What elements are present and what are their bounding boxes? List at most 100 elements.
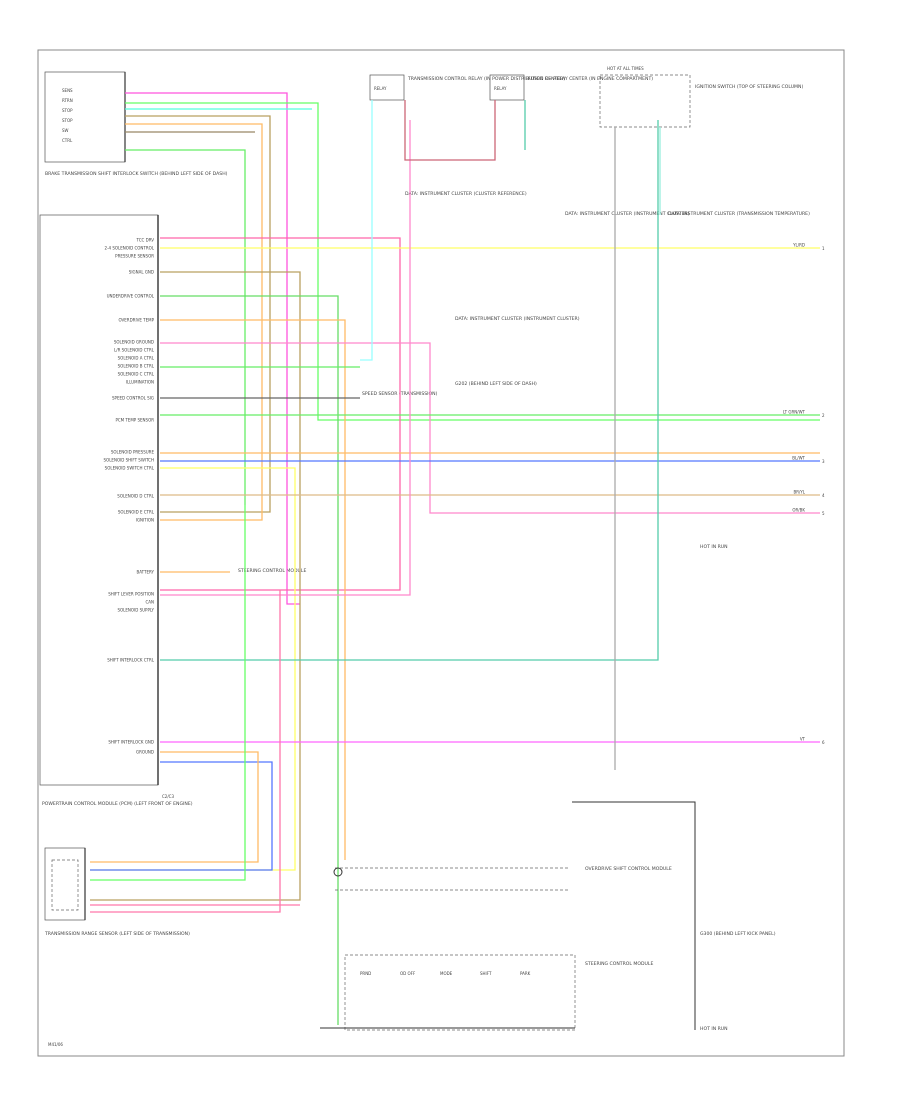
svg-text:SW: SW: [62, 128, 69, 133]
steering-ctrl-label: STEERING CONTROL MODULE: [585, 961, 653, 967]
shifter-labels: PRND OD OFF MODE SHIFT PARK: [360, 971, 531, 976]
hot-label: HOT AT ALL TIMES: [607, 66, 644, 71]
wire-29: [90, 590, 281, 913]
wire-4: [125, 115, 271, 513]
pcm-pin-label: SOLENOID C CTRL: [118, 372, 155, 377]
pcm-pin-label: 2-4 SOLENOID CONTROL: [105, 246, 155, 251]
pcm-pin-label: SOLENOID SUPPLY: [117, 608, 154, 613]
shifter-module-label: OVERDRIVE SHIFT CONTROL MODULE: [585, 866, 672, 872]
pcm-pin-label: SHIFT INTERLOCK CTRL: [107, 658, 155, 663]
pcm-pin-label: SOLENOID SHIFT SWITCH: [104, 458, 154, 463]
splice-node: [333, 867, 343, 877]
wire-26: [90, 751, 259, 863]
wire-30: [360, 100, 373, 361]
brake-switch-label: BRAKE TRANSMISSION SHIFT INTERLOCK SWITC…: [45, 171, 228, 177]
pcm-pin-label: SIGNAL GND: [129, 270, 154, 275]
right-wire-number: 4: [822, 493, 825, 498]
wire-11: [160, 295, 339, 1025]
relay-components: RELAY TRANSMISSION CONTROL RELAY (IN POW…: [369, 66, 803, 128]
wire-27: [90, 505, 246, 881]
wire-31: [404, 100, 496, 161]
wire-2: [125, 102, 820, 421]
wire-7: [125, 149, 246, 505]
ground-2-label: G300 (BEHIND LEFT KICK PANEL): [700, 931, 776, 937]
pcm-pin-label: SOLENOID A CTRL: [118, 356, 155, 361]
trans-relay-label: TRANSMISSION CONTROL RELAY (IN POWER DIS…: [407, 76, 565, 82]
shifter-switch-label: MODE: [440, 971, 453, 976]
pcm-pin-label: L/R SOLENOID CTRL: [114, 348, 155, 353]
shifter-switch-label: OD OFF: [400, 971, 416, 976]
wire-10: [90, 271, 301, 901]
wire-12: [160, 319, 346, 860]
relay-2-box: [489, 74, 525, 101]
pcm-pin-label: SOLENOID B CTRL: [118, 364, 155, 369]
shifter-switch-label: SHIFT: [480, 971, 492, 976]
pcm-component: POWERTRAIN CONTROL MODULE (PCM) (LEFT FR…: [39, 214, 193, 807]
right-wire-label: BR/YL: [793, 490, 805, 495]
pcm-pin-label: SOLENOID GROUND: [114, 340, 154, 345]
right-wire-label: VT: [800, 737, 806, 742]
wire-23: [160, 120, 659, 661]
wire-25: [90, 761, 273, 871]
cluster-note-2: DATA: INSTRUMENT CLUSTER (INSTRUMENT CLU…: [565, 211, 690, 217]
brake-switch-component: SENS RTRN STOP STOP SW CTRL BRAKE TRANSM…: [44, 71, 228, 177]
svg-text:CTRL: CTRL: [62, 138, 73, 143]
pcm-connector-code: C2/C3: [162, 794, 174, 799]
cluster-note-4: DATA: INSTRUMENT CLUSTER (INSTRUMENT CLU…: [455, 316, 580, 322]
right-wire-label: BL/WT: [792, 456, 805, 461]
relay-1-box: [369, 74, 405, 101]
pcm-pin-label: SOLENOID E CTRL: [118, 510, 155, 515]
right-wire-label: LT GRN/WT: [783, 410, 806, 415]
shifter-switch-label: PRND: [360, 971, 371, 976]
pcm-pin-label: OVERDRIVE TEMP: [118, 318, 154, 323]
brake-switch-box: [44, 71, 126, 163]
pcm-pin-label: SOLENOID SWITCH CTRL: [105, 466, 155, 471]
hot-run-label: HOT IN RUN: [700, 544, 728, 550]
shifter-switch-label: PARK: [520, 971, 531, 976]
wire-5: [125, 123, 263, 521]
wire-8: [160, 237, 401, 591]
pcm-pin-label: SHIFT INTERLOCK GND: [108, 740, 154, 745]
svg-text:RTRN: RTRN: [62, 98, 73, 103]
wire-1: [125, 92, 300, 605]
fuse-relay-label: FUSED B+ RELAY CENTER (IN ENGINE COMPART…: [528, 76, 653, 82]
wire-22: [160, 120, 411, 596]
pcm-pin-label: SPEED CONTROL SIG: [112, 396, 154, 401]
pcm-pin-label: CAN: [145, 600, 154, 605]
shifter-module-component: OVERDRIVE SHIFT CONTROL MODULE G300 (BEH…: [320, 801, 776, 1032]
wires-layer: [90, 92, 820, 1025]
pcm-box: [39, 214, 159, 786]
ign-switch-label: IGNITION SWITCH (TOP OF STEERING COLUMN): [695, 84, 803, 90]
ign-switch-box: [599, 74, 691, 128]
right-wire-number: 2: [822, 413, 825, 418]
trans-range-component: TRANSMISSION RANGE SENSOR (LEFT SIDE OF …: [44, 847, 190, 937]
pcm-pin-label: SOLENOID PRESSURE: [111, 450, 155, 455]
pcm-pin-label: PRESSURE SENSOR: [115, 254, 154, 259]
right-wire-number: 1: [822, 246, 825, 251]
trans-range-label: TRANSMISSION RANGE SENSOR (LEFT SIDE OF …: [44, 931, 190, 937]
pcm-pin-labels: TCC DRV 2-4 SOLENOID CONTROL PRESSURE SENS…: [104, 238, 155, 755]
pcm-label: POWERTRAIN CONTROL MODULE (PCM) (LEFT FR…: [42, 801, 193, 807]
svg-text:STOP: STOP: [62, 108, 73, 113]
pcm-pin-label: SOLENOID D CTRL: [117, 494, 154, 499]
pcm-pin-label: BATTERY: [137, 570, 155, 575]
wire-13: [160, 342, 820, 514]
pcm-pin-label: GROUND: [136, 750, 154, 755]
pcm-pin-label: TCC DRV: [136, 238, 155, 243]
pcm-pin-label: ILLUMINATION: [126, 380, 154, 385]
svg-text:SENS: SENS: [62, 88, 73, 93]
right-wire-label: YL/RD: [792, 243, 805, 248]
cluster-note-3: DATA: INSTRUMENT CLUSTER (TRANSMISSION T…: [668, 211, 810, 217]
cluster-note-1: DATA: INSTRUMENT CLUSTER (CLUSTER REFERE…: [405, 191, 527, 197]
hot-run-lower-label: HOT IN RUN: [700, 1026, 728, 1032]
pcm-pin-label: PCM TEMP SENSOR: [115, 418, 154, 423]
pcm-pin-label: IGNITION: [136, 518, 154, 523]
wire-19: [90, 467, 296, 871]
footer-code: M41/06: [48, 1042, 63, 1047]
pcm-pin-label: SHIFT LEVER POSITION: [108, 592, 154, 597]
diagram-frame: [37, 49, 845, 1057]
ground-1-label: G202 (BEHIND LEFT SIDE OF DASH): [455, 381, 537, 387]
svg-text:RELAY: RELAY: [374, 86, 387, 91]
steering-module-label: STEERING CONTROL MODULE: [238, 568, 306, 574]
